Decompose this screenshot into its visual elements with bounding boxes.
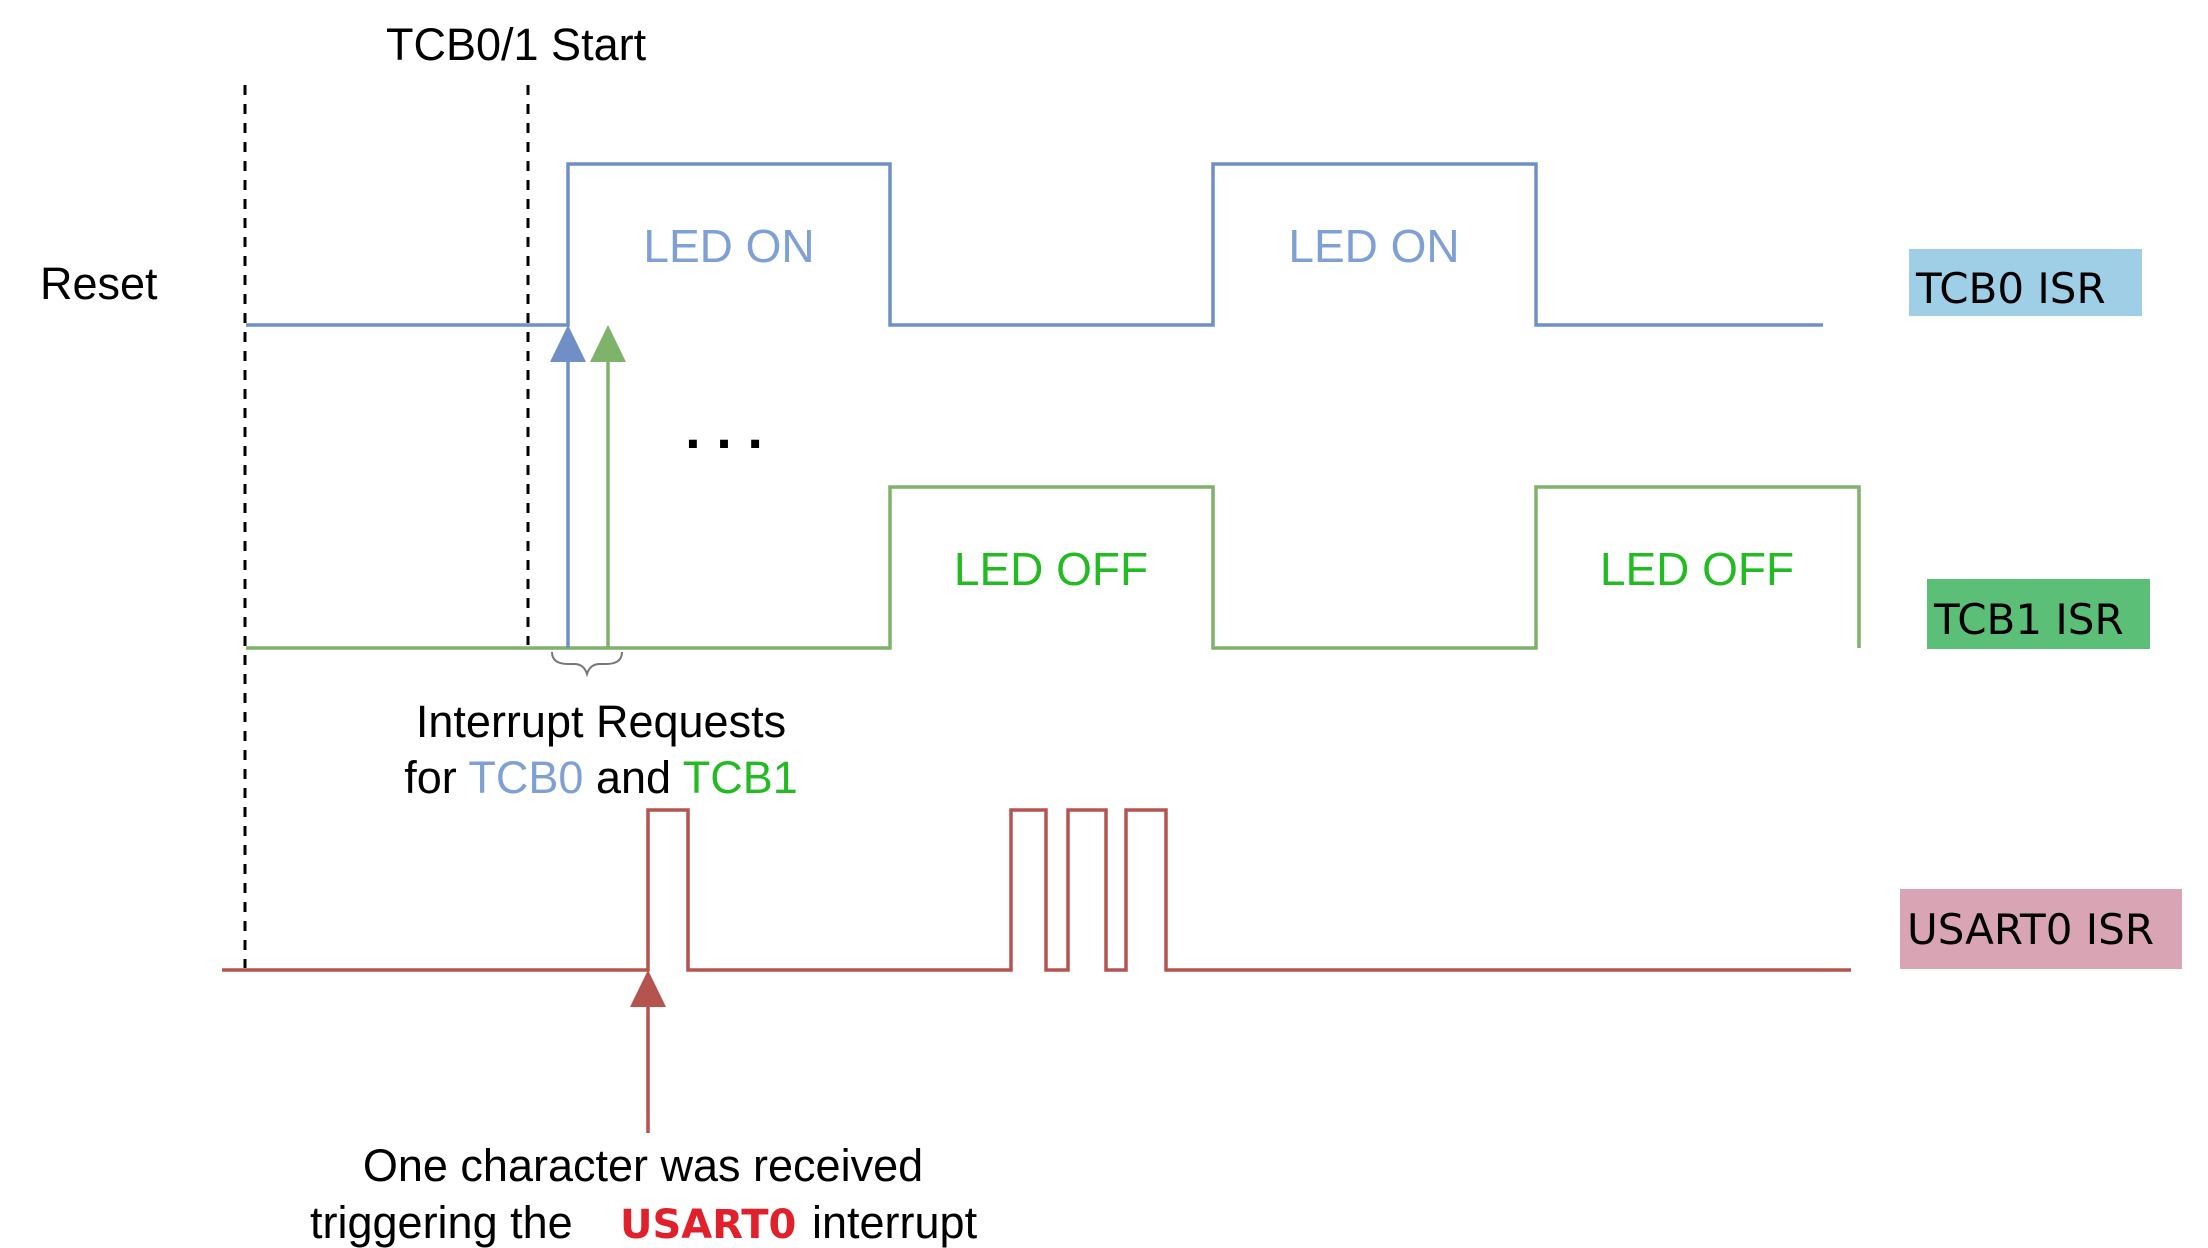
led-off-label-1: LED OFF bbox=[954, 543, 1148, 595]
tcb1-isr-badge bbox=[1927, 579, 2150, 649]
reset-label: Reset bbox=[40, 258, 158, 309]
led-on-label-2: LED ON bbox=[1288, 220, 1459, 272]
irq-brace bbox=[551, 651, 623, 678]
tcb0-waveform bbox=[246, 162, 1823, 327]
ellipsis: . . . bbox=[685, 397, 763, 460]
irq-tcb0: TCB0 bbox=[468, 752, 583, 803]
usart-caption-name: USART0 bbox=[620, 1202, 796, 1248]
irq-caption-line1: Interrupt Requests bbox=[416, 696, 786, 747]
usart-irq-arrow-head bbox=[630, 970, 666, 1007]
tcb0-irq-arrow-head bbox=[550, 325, 586, 362]
usart0-isr-badge bbox=[1900, 889, 2182, 969]
usart0-isr-label: USART0 ISR bbox=[1907, 905, 2154, 954]
tcb0-isr-badge bbox=[1909, 249, 2142, 316]
usart-caption-trig: triggering the bbox=[310, 1197, 573, 1248]
tcb0-isr-label: TCB0 ISR bbox=[1915, 264, 2106, 313]
irq-caption-line2: for TCB0 and TCB1 bbox=[404, 752, 798, 803]
usart-caption-line1: One character was received bbox=[363, 1140, 923, 1191]
start-label: TCB0/1 Start bbox=[386, 19, 647, 70]
led-on-label-1: LED ON bbox=[643, 220, 814, 272]
irq-and: and bbox=[596, 752, 671, 803]
irq-tcb1: TCB1 bbox=[683, 752, 798, 803]
usart-caption-int: interrupt bbox=[812, 1197, 978, 1248]
tcb1-isr-label: TCB1 ISR bbox=[1933, 595, 2124, 644]
irq-for: for bbox=[404, 752, 457, 803]
usart0-waveform bbox=[222, 808, 1851, 972]
tcb1-irq-arrow-head bbox=[590, 325, 626, 362]
led-off-label-2: LED OFF bbox=[1600, 543, 1794, 595]
tcb1-waveform bbox=[246, 485, 1861, 650]
